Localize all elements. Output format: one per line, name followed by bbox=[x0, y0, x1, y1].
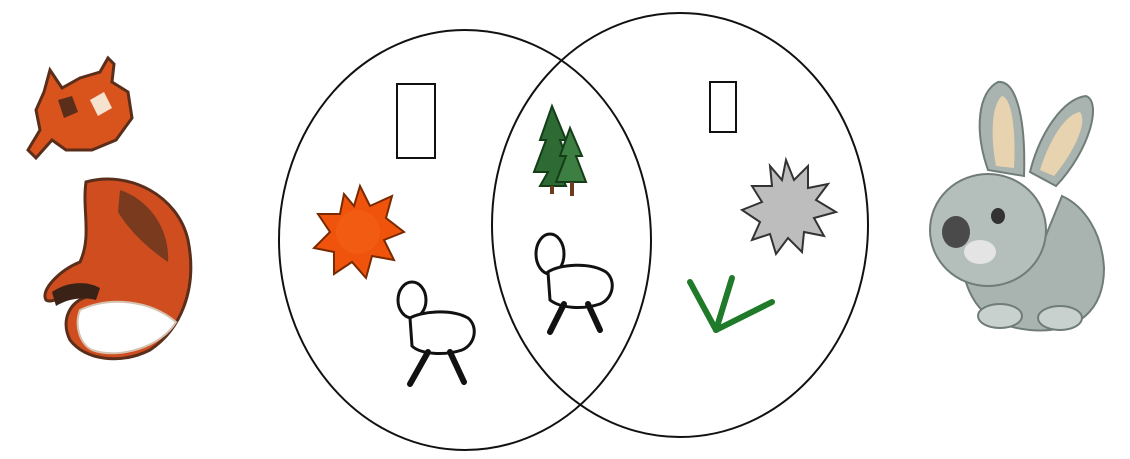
gray-spiky-sun-icon bbox=[742, 160, 836, 254]
right-set-label-box[interactable] bbox=[710, 82, 736, 132]
animal-figure-icon bbox=[536, 234, 612, 332]
left-set-label-box[interactable] bbox=[397, 84, 435, 158]
fir-tree-icon bbox=[534, 106, 586, 196]
fox-icon bbox=[28, 58, 191, 359]
green-tick-icon bbox=[690, 278, 772, 330]
orange-sun-icon bbox=[314, 186, 404, 278]
rabbit-icon bbox=[930, 82, 1104, 331]
animal-figure-icon bbox=[398, 282, 474, 384]
